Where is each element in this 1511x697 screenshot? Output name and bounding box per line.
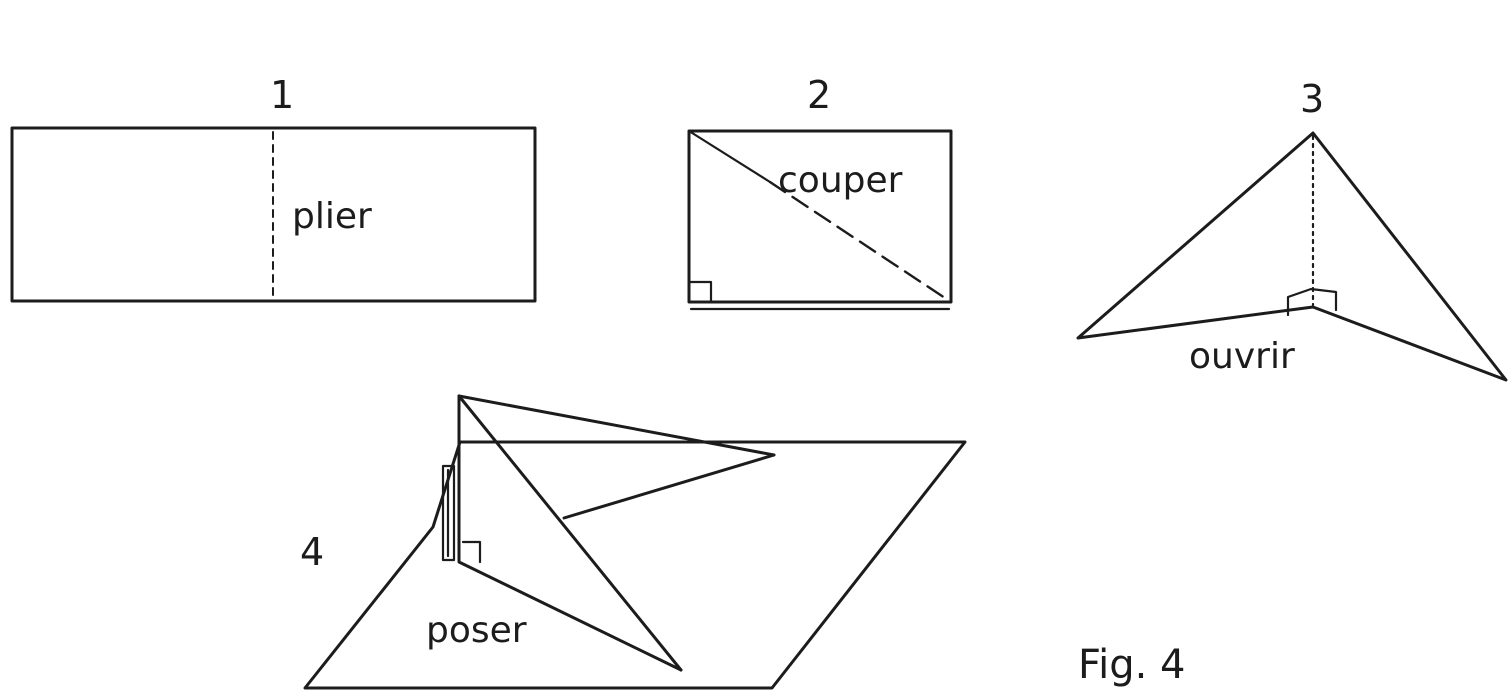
folded-rectangle xyxy=(687,129,953,304)
right-angle-marker xyxy=(1286,287,1338,317)
step-1: 1 plier xyxy=(10,73,537,303)
step-3-instruction: ouvrir xyxy=(1189,336,1295,377)
step-4: 4 poser xyxy=(300,394,967,690)
right-angle-marker xyxy=(461,540,482,564)
cut-line xyxy=(768,180,953,304)
step-3-number: 3 xyxy=(1300,77,1324,121)
step-2-instruction: couper xyxy=(778,160,903,201)
standing-face-left xyxy=(457,394,683,672)
opened-triangle xyxy=(1076,131,1508,382)
standing-face-top xyxy=(457,394,776,457)
standing-face-inner xyxy=(562,453,776,520)
step-1-instruction: plier xyxy=(292,196,372,237)
step-4-instruction: poser xyxy=(426,610,527,651)
ground-plane xyxy=(303,440,967,690)
step-2: 2 couper xyxy=(687,73,953,311)
step-3: 3 ouvrir xyxy=(1076,77,1508,382)
step-4-number: 4 xyxy=(300,530,324,574)
standing-face-diagonal xyxy=(457,394,683,672)
right-angle-marker xyxy=(687,280,713,304)
figure-caption: Fig. 4 xyxy=(1078,642,1185,688)
step-2-number: 2 xyxy=(807,73,831,117)
step-1-number: 1 xyxy=(270,73,294,117)
diagonal-edge xyxy=(687,129,772,184)
pencil-upright xyxy=(441,464,456,562)
paper-strip xyxy=(10,126,537,303)
